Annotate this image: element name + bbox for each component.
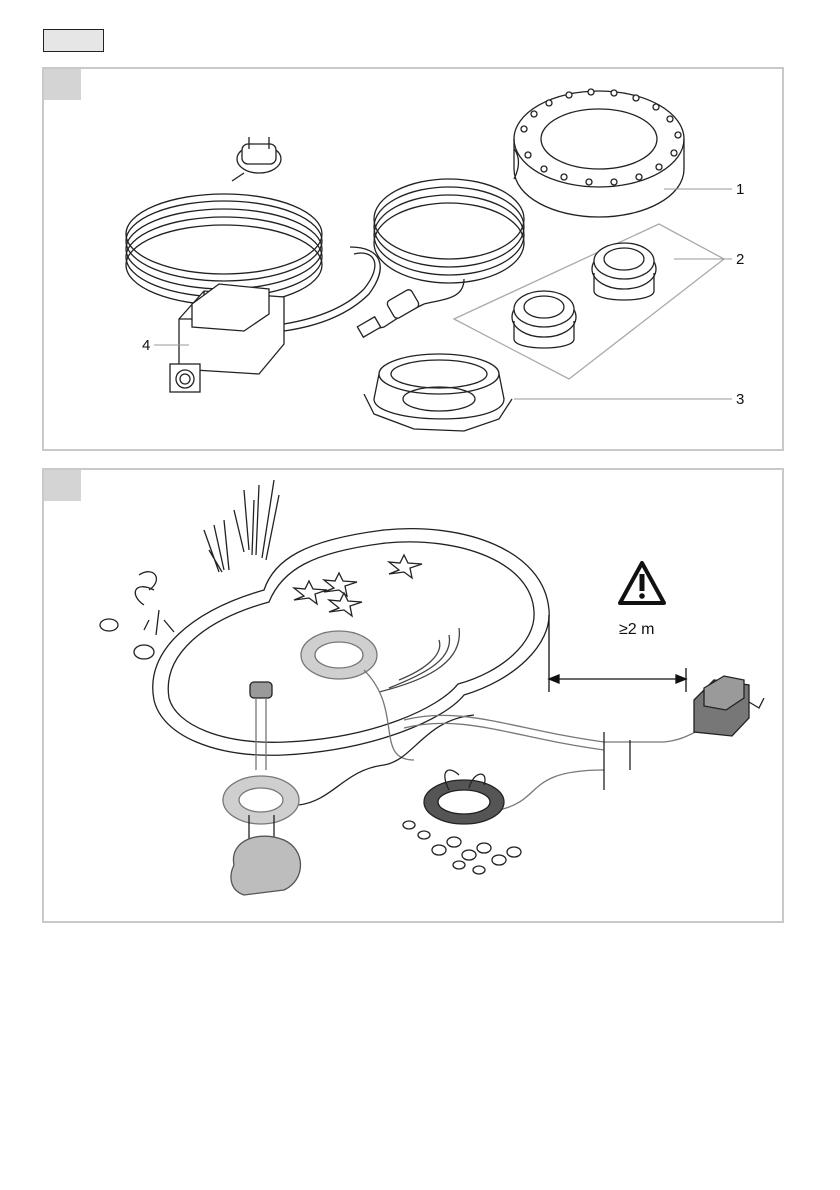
figure-2-panel: ≥2 m [42, 468, 784, 923]
header-label-box [43, 29, 104, 52]
led-ring-light-icon-shore [424, 770, 504, 824]
cable-coil-right [374, 149, 524, 304]
figure-1-illustration: 1 2 3 4 [44, 69, 782, 449]
figure-2-illustration: ≥2 m [44, 470, 782, 921]
distance-label: ≥2 m [619, 621, 654, 638]
mounting-base-icon [364, 354, 512, 431]
callout-3: 3 [736, 391, 744, 408]
callout-1: 1 [736, 181, 744, 198]
power-plug-icon [232, 137, 281, 181]
figure-1-panel: 1 2 3 4 [42, 67, 784, 451]
callout-4: 4 [142, 337, 150, 354]
transformer-icon [694, 676, 764, 736]
led-ring-light-icon [514, 89, 684, 217]
adapter-inserts-icon [454, 224, 724, 379]
callout-2: 2 [736, 251, 744, 268]
warning-triangle-icon [620, 563, 664, 603]
